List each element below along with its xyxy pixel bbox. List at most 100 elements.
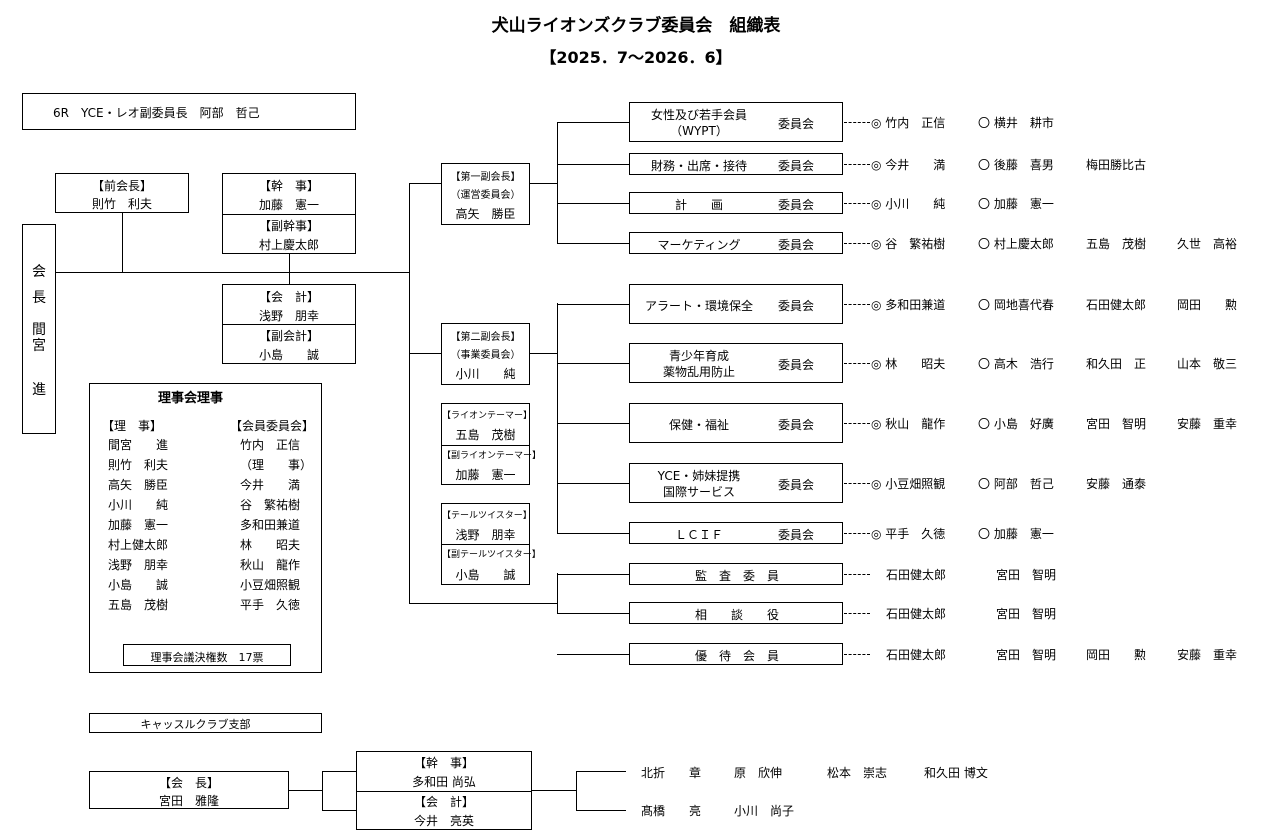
vice-lion-tamer-name: 加藤 憲一	[455, 468, 516, 482]
committee-member: 〇 加藤 憲一	[978, 197, 1054, 211]
connector	[557, 573, 559, 613]
connector	[409, 353, 442, 355]
committee-box: 優 待 会 員	[629, 643, 843, 665]
committee-member: 安藤 通泰	[1086, 477, 1147, 491]
dashed-leader	[844, 423, 870, 424]
board-right-name: 小豆畑照観	[240, 578, 301, 592]
connector	[322, 810, 356, 812]
committee-name: 優 待 会 員	[694, 649, 779, 663]
castle-president-box: 【会 長】 宮田 雅隆	[89, 771, 289, 809]
committee-name: 相 談 役	[694, 608, 779, 622]
vice-lion-tamer-role: 【副ライオンテーマー】	[442, 451, 542, 461]
vp1-name: 高矢 勝臣	[455, 207, 516, 221]
president-char-1: 会	[32, 264, 46, 280]
board-left-name: 小川 純	[108, 498, 169, 512]
committee-member: 石田健太郎	[886, 568, 947, 582]
committee-chair: ◎ 小豆畑照観	[871, 477, 946, 491]
committee-member: 〇 阿部 哲己	[978, 477, 1054, 491]
connector	[557, 613, 629, 615]
castle-member: 松本 崇志	[827, 766, 888, 780]
castle-secretary-role: 【幹 事】	[413, 756, 474, 770]
board-right-name: （理 事）	[240, 458, 313, 472]
committee-member: 〇 加藤 憲一	[978, 527, 1054, 541]
castle-treasurer-name: 今井 亮英	[413, 814, 474, 828]
board-right-name: 多和田兼道	[240, 518, 301, 532]
committee-name: ＬＣＩＦ	[674, 528, 723, 542]
vote-note-box: 理事会議決権数 17票	[123, 644, 291, 666]
past-president-name: 則竹 利夫	[91, 197, 152, 211]
lion-tamer-role: 【ライオンテーマー】	[442, 411, 533, 421]
committee-name: 国際サービス	[662, 485, 735, 499]
vote-note: 理事会議決権数 17票	[150, 651, 264, 664]
vice-tail-twister-role: 【副テールツイスター】	[442, 550, 541, 560]
castle-treasurer-role: 【会 計】	[413, 795, 474, 809]
dashed-leader	[844, 363, 870, 364]
treasurer-name: 浅野 朋幸	[258, 309, 319, 323]
committee-member: 石田健太郎	[1086, 298, 1147, 312]
committee-member: 五島 茂樹	[1086, 237, 1147, 251]
committee-name: アラート・環境保全	[644, 299, 753, 313]
committee-member: 岡田 勲	[1177, 298, 1238, 312]
board-left-header: 【理 事】	[102, 419, 163, 433]
committee-name: YCE・姉妹提携	[657, 469, 741, 483]
committee-suffix: 委員会	[778, 528, 815, 542]
committee-chair: ◎ 平手 久徳	[871, 527, 946, 541]
connector	[322, 771, 356, 773]
committee-suffix: 委員会	[778, 198, 815, 212]
dashed-leader	[844, 574, 870, 575]
committee-member: 宮田 智明	[996, 648, 1057, 662]
committee-member: 〇 後藤 喜男	[978, 158, 1054, 172]
connector	[532, 790, 577, 792]
castle-member: 原 欣伸	[734, 766, 783, 780]
vice-secretary-name: 村上慶太郎	[258, 238, 319, 252]
connector	[530, 183, 558, 185]
board-title: 理事会理事	[157, 391, 223, 406]
committee-member: 岡田 勲	[1086, 648, 1147, 662]
castle-member: 小川 尚子	[734, 804, 795, 818]
committee-chair: ◎ 今井 満	[871, 158, 946, 172]
board-right-name: 秋山 龍作	[240, 558, 301, 572]
committee-box: 財務・出席・接待委員会	[629, 153, 843, 175]
district-note: 6R YCE・レオ副委員長 阿部 哲己	[53, 106, 260, 120]
dashed-leader	[844, 122, 870, 123]
committee-box: 計 画委員会	[629, 192, 843, 214]
committee-member: 久世 高裕	[1177, 237, 1238, 251]
board-left-name: 間宮 進	[108, 438, 169, 452]
dashed-leader	[844, 164, 870, 165]
lion-tamer-name: 五島 茂樹	[455, 428, 516, 442]
dashed-leader	[844, 243, 870, 244]
vp2-sub: （事業委員会）	[450, 350, 521, 361]
castle-title-box: キャッスルクラブ支部	[89, 713, 322, 733]
vp1-box: 【第一副会長】 （運営委員会） 高矢 勝臣	[441, 163, 530, 225]
board-left-name: 則竹 利夫	[108, 458, 169, 472]
committee-member: 宮田 智明	[996, 568, 1057, 582]
castle-member: 和久田 博文	[924, 766, 988, 780]
committee-box: ＬＣＩＦ 委員会	[629, 522, 843, 544]
committee-box: YCE・姉妹提携国際サービス委員会	[629, 463, 843, 503]
committee-suffix: 委員会	[778, 117, 815, 131]
committee-member: 〇 村上慶太郎	[978, 237, 1054, 251]
committee-member: 宮田 智明	[996, 607, 1057, 621]
committee-suffix: 委員会	[778, 299, 815, 313]
vp2-name: 小川 純	[455, 367, 516, 381]
dashed-leader	[844, 654, 870, 655]
vp1-role: 【第一副会長】	[450, 172, 521, 183]
board-right-name: 今井 満	[240, 478, 301, 492]
committee-member: 〇 岡地喜代春	[978, 298, 1054, 312]
dashed-leader	[844, 203, 870, 204]
secretary-role: 【幹 事】	[258, 179, 319, 193]
board-left-name: 小島 誠	[108, 578, 169, 592]
president-box: 会 長 間 宮 進	[22, 224, 56, 434]
board-box: 理事会理事 【理 事】 【会員委員会】 間宮 進則竹 利夫高矢 勝臣小川 純加藤…	[89, 383, 322, 673]
tail-twister-role: 【テールツイスター】	[442, 511, 532, 521]
committee-member: 〇 小島 好廣	[978, 417, 1054, 431]
connector	[557, 123, 559, 243]
committee-member: 石田健太郎	[886, 648, 947, 662]
castle-member: 髙橋 亮	[641, 804, 702, 818]
connector	[557, 483, 629, 485]
committee-suffix: 委員会	[778, 159, 815, 173]
committee-box: 青少年育成薬物乱用防止委員会	[629, 343, 843, 383]
connector	[409, 183, 411, 604]
castle-president-name: 宮田 雅隆	[158, 794, 219, 808]
connector	[576, 771, 578, 811]
